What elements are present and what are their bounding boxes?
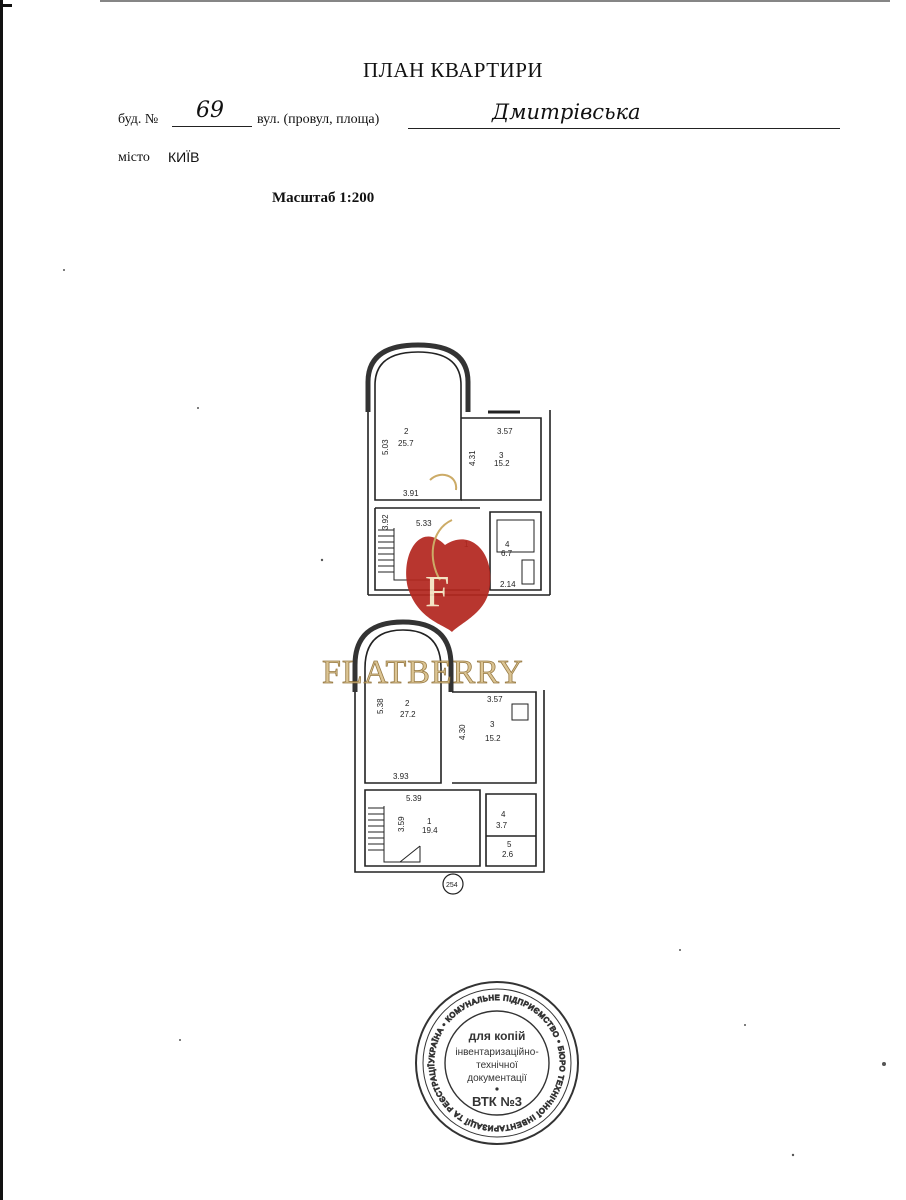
upper-room-3-number: 3 <box>499 451 504 460</box>
street-underline <box>408 128 840 129</box>
scan-specks <box>63 269 886 1157</box>
stamp-line1: для копій <box>469 1029 526 1043</box>
scan-edge <box>100 0 890 2</box>
lower-room-3-dim-width: 3.57 <box>487 695 503 704</box>
city-label: місто <box>118 150 150 165</box>
lower-room-4-area: 3.7 <box>496 821 508 830</box>
upper-room-4-dim: 2.14 <box>500 580 516 589</box>
city-name: КИЇВ <box>168 149 200 165</box>
stamp-line5: ВТК №3 <box>472 1094 522 1109</box>
upper-room-2-dim-width: 3.91 <box>403 489 419 498</box>
lower-room-1-number: 1 <box>427 817 432 826</box>
lower-room-3-dim-height: 4.30 <box>458 724 467 740</box>
upper-room-4-area: 6.7 <box>501 549 513 558</box>
lower-room-2-area: 27.2 <box>400 710 416 719</box>
lower-room-1-dim-width: 5.39 <box>406 794 422 803</box>
page-edge <box>0 0 3 1200</box>
corner-mark <box>0 4 12 7</box>
watermark-brand: FLATBERRY <box>322 654 524 691</box>
upper-room-2-area: 25.7 <box>398 439 414 448</box>
upper-room-1-dim-width: 5.33 <box>416 519 432 528</box>
upper-room-3-area: 15.2 <box>494 459 510 468</box>
lower-room-2-number: 2 <box>405 699 410 708</box>
upper-room-3-dim-height: 4.31 <box>468 450 477 466</box>
lower-room-4-number: 4 <box>501 810 506 819</box>
lower-room-1-dim-height: 3.59 <box>397 816 406 832</box>
upper-room-2-dim-height: 5.03 <box>381 439 390 455</box>
scale-label: Масштаб 1:200 <box>272 190 375 206</box>
stamp-line2: інвентаризаційно- <box>455 1047 538 1058</box>
stamp-line4: документації <box>467 1073 527 1084</box>
upper-room-4-number: 4 <box>505 540 510 549</box>
street-label: вул. (провул, площа) <box>257 112 380 127</box>
building-number: 69 <box>196 98 224 123</box>
lower-room-5-area: 2.6 <box>502 850 514 859</box>
lower-floor-plan <box>352 619 545 895</box>
lower-room-3-area: 15.2 <box>485 734 501 743</box>
lower-room-3-number: 3 <box>490 720 495 729</box>
watermark-letter: F <box>425 567 449 616</box>
street-name: Дмитрівська <box>492 100 641 124</box>
inventory-stamp: УКРАЇНА • КОМУНАЛЬНЕ ПІДПРИЄМСТВО • БЮРО… <box>0 0 579 1145</box>
building-underline <box>172 126 252 127</box>
building-label: буд. № <box>118 112 159 127</box>
upper-room-3-dim-width: 3.57 <box>497 427 513 436</box>
stamp-line3: технічної <box>476 1060 518 1071</box>
lower-marker-label: 254 <box>446 882 458 889</box>
upper-room-2-number: 2 <box>404 427 409 436</box>
lower-room-1-area: 19.4 <box>422 826 438 835</box>
document-title: ПЛАН КВАРТИРИ <box>362 58 544 82</box>
lower-room-2-dim-height: 5.38 <box>376 698 385 714</box>
lower-room-5-number: 5 <box>507 840 512 849</box>
flatberry-watermark: F FLATBERRY <box>322 473 524 691</box>
lower-room-2-dim-width: 3.93 <box>393 772 409 781</box>
upper-room-1-dim-height: 3.92 <box>381 514 390 530</box>
